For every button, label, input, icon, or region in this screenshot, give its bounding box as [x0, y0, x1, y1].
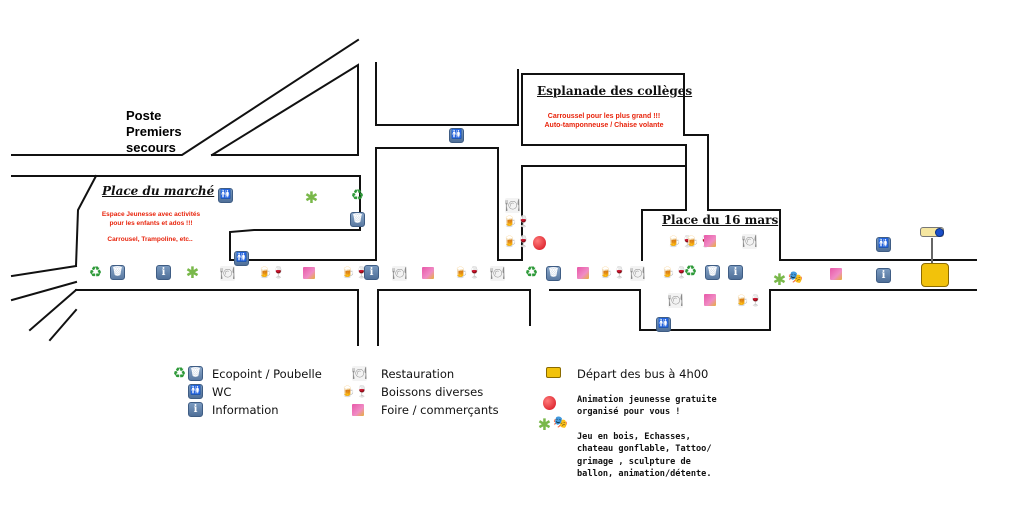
- restaurant-icon: 🍽: [742, 234, 758, 249]
- bin-icon: 🗑: [705, 265, 720, 280]
- legend-shop-icon: [352, 404, 364, 416]
- recycle-icon: ♻: [524, 263, 539, 281]
- main-road-south-edge-left: [75, 289, 359, 346]
- information-icon: i: [728, 265, 743, 280]
- legend-bus-icon: [546, 367, 561, 378]
- balloon-icon: [533, 236, 546, 250]
- place-16-mars-title: Place du 16 mars: [662, 213, 779, 227]
- esplanade-note: Carroussel pour les plus grand !!! Auto-…: [544, 113, 664, 129]
- shop-icon: [422, 267, 434, 279]
- road-fork-2: [10, 280, 78, 302]
- road-fork-3: [28, 288, 78, 332]
- marche-note: Espace Jeunesse avec activités pour les …: [101, 211, 201, 227]
- legend-bus: Départ des bus à 4h00: [577, 367, 709, 381]
- bus-icon: [921, 263, 949, 287]
- shop-icon: [830, 268, 842, 280]
- bus-stop-badge-icon: [935, 228, 944, 237]
- restaurant-icon: 🍽: [220, 266, 236, 281]
- information-icon: i: [364, 265, 379, 280]
- information-icon: i: [156, 265, 171, 280]
- place-marche-block: [95, 175, 361, 261]
- main-road-south-mid: [377, 289, 531, 326]
- drinks-icon: 🍺🍷: [503, 215, 531, 228]
- shop-icon: [577, 267, 589, 279]
- upper-block-top: [375, 69, 519, 126]
- bin-icon: 🗑: [350, 212, 365, 227]
- legend-wc-icon: 🚻: [188, 384, 203, 399]
- drinks-icon: 🍺🍷: [735, 294, 763, 307]
- drinks-icon: 🍺🍷: [599, 266, 627, 279]
- legend-recycle-icon: ♻: [172, 364, 187, 382]
- legend-info-icon: i: [188, 402, 203, 417]
- restaurant-icon: 🍽: [392, 266, 408, 281]
- restaurant-icon: 🍽: [505, 198, 521, 213]
- bin-icon: 🗑: [546, 266, 561, 281]
- shop-icon: [704, 235, 716, 247]
- main-road-north-edge: [229, 147, 523, 261]
- wc-icon: 🚻: [218, 188, 233, 203]
- recycle-icon: ♻: [88, 263, 103, 281]
- legend-boissons: Boissons diverses: [381, 385, 484, 399]
- legend-ecopoint: Ecopoint / Poubelle: [212, 367, 322, 381]
- wc-icon: 🚻: [876, 237, 891, 252]
- legend-bin-icon: 🗑: [188, 366, 203, 381]
- drinks-icon: 🍺🍷: [454, 266, 482, 279]
- legend-mask-icon: 🎭: [553, 415, 568, 429]
- place-16-mars-north: [707, 209, 977, 261]
- central-block-east: [521, 165, 687, 261]
- place-marche-title: Place du marché: [102, 184, 215, 198]
- place-16-mars-south: [549, 289, 977, 331]
- drinks-icon: 🍺🍷: [341, 266, 369, 279]
- restaurant-icon: 🍽: [668, 293, 684, 308]
- place-marche-inner: [74, 174, 98, 268]
- diagonal-street-north-edge: [11, 38, 360, 156]
- esplanade-title: Esplanade des collèges: [537, 84, 693, 98]
- drinks-icon: 🍺🍷: [685, 235, 713, 248]
- legend-information: Information: [212, 403, 279, 417]
- recycle-icon: ♻: [683, 262, 698, 280]
- drinks-icon: 🍺🍷: [258, 266, 286, 279]
- legend-animation-list: Jeu en bois, Echasses, chateau gonflable…: [577, 432, 712, 479]
- wc-icon: 🚻: [449, 128, 464, 143]
- marche-note-2: Carrousel, Trampoline, etc..: [107, 236, 193, 243]
- poste-premiers-secours-label: Poste Premiers secours: [126, 108, 182, 155]
- legend-balloon-icon: [543, 396, 556, 410]
- legend-restaurant-icon: 🍽: [352, 366, 368, 381]
- legend-puzzle-icon: ✱: [537, 415, 552, 434]
- legend-restauration: Restauration: [381, 367, 455, 381]
- restaurant-icon: 🍽: [630, 266, 646, 281]
- road-fork-4: [48, 308, 78, 342]
- recycle-icon: ♻: [350, 186, 365, 204]
- bin-icon: 🗑: [110, 265, 125, 280]
- wc-icon: 🚻: [656, 317, 671, 332]
- bus-stop-pole: [931, 238, 933, 264]
- wc-icon: 🚻: [234, 251, 249, 266]
- mask-icon: 🎭: [788, 270, 803, 284]
- drinks-icon: 🍺🍷: [661, 266, 689, 279]
- puzzle-icon: ✱: [304, 188, 319, 207]
- puzzle-icon: ✱: [185, 263, 200, 282]
- shop-icon: [303, 267, 315, 279]
- drinks-icon: 🍺🍷: [667, 235, 695, 248]
- legend-foire: Foire / commerçants: [381, 403, 499, 417]
- drinks-icon: 🍺🍷: [503, 235, 531, 248]
- legend-animation-title: Animation jeunesse gratuite organisé pou…: [577, 395, 717, 418]
- esplanade-block: [521, 73, 709, 211]
- road-fork-1: [10, 264, 78, 278]
- legend-drinks-icon: 🍺🍷: [341, 385, 369, 398]
- diagonal-street-south-edge: [210, 63, 359, 157]
- information-icon: i: [876, 268, 891, 283]
- shop-icon: [704, 294, 716, 306]
- restaurant-icon: 🍽: [490, 266, 506, 281]
- puzzle-icon: ✱: [772, 270, 787, 289]
- legend-wc: WC: [212, 385, 232, 399]
